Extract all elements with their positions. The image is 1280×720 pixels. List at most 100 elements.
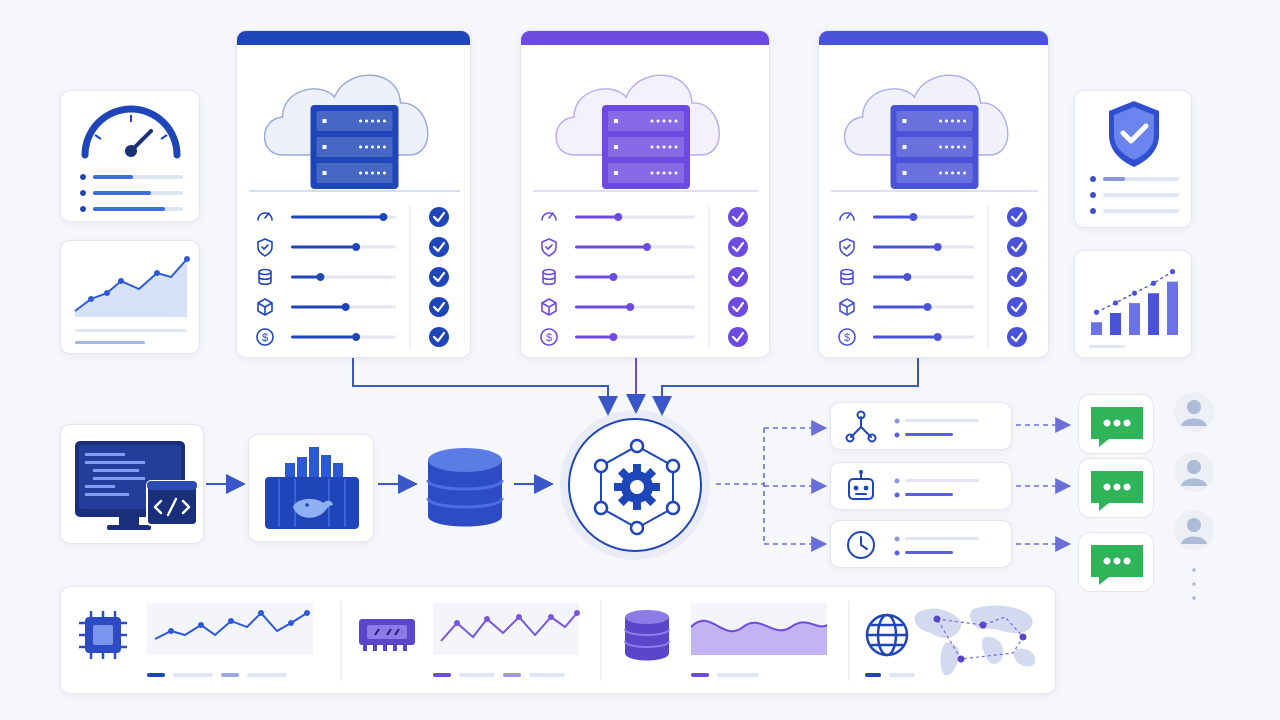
docker-container-card bbox=[248, 434, 374, 542]
chat-icon bbox=[1091, 407, 1143, 447]
database-card bbox=[416, 438, 514, 538]
code-window-icon bbox=[146, 480, 198, 526]
metric-row: $ bbox=[256, 327, 449, 347]
chat-bubble-1 bbox=[1078, 394, 1154, 454]
speedometer-icon bbox=[541, 212, 557, 221]
cube-icon bbox=[257, 298, 273, 316]
memory-line-chart bbox=[433, 603, 580, 655]
gear-icon bbox=[614, 464, 660, 510]
metric-knob bbox=[341, 303, 350, 311]
container-stack-icon bbox=[285, 447, 343, 477]
dollar-icon: $ bbox=[540, 328, 558, 346]
storage-area-chart bbox=[690, 603, 828, 655]
check-circle-icon bbox=[728, 207, 748, 227]
robot-icon bbox=[848, 470, 874, 500]
connector-server3-hub bbox=[652, 358, 919, 416]
growth-bar-chart-card bbox=[1074, 250, 1192, 358]
code-editor-card bbox=[60, 424, 204, 544]
metric-knob bbox=[379, 213, 388, 221]
svg-text:$: $ bbox=[844, 332, 850, 344]
bullet bbox=[894, 418, 900, 424]
metric-knob bbox=[352, 243, 361, 251]
metric-fill bbox=[873, 215, 914, 219]
metric-knob bbox=[352, 333, 361, 341]
trend-point bbox=[1150, 280, 1157, 286]
trend-point bbox=[1169, 269, 1176, 275]
metric-fill bbox=[873, 335, 938, 339]
line-placeholder bbox=[905, 537, 979, 540]
metric-knob bbox=[316, 273, 325, 281]
metric-row: $ bbox=[540, 327, 748, 347]
metric-row bbox=[839, 207, 1027, 227]
cloud-server-card-3: $ bbox=[818, 30, 1049, 358]
server-stack-icon bbox=[890, 105, 979, 189]
user-avatar-3 bbox=[1174, 510, 1214, 550]
svg-text:$: $ bbox=[262, 332, 268, 344]
check-circle-icon bbox=[1007, 327, 1027, 347]
line-placeholder bbox=[905, 419, 979, 422]
world-map bbox=[914, 605, 1036, 676]
docker-whale-icon bbox=[265, 477, 359, 529]
metric-fill bbox=[873, 305, 928, 309]
bullet bbox=[894, 550, 900, 556]
bar bbox=[1148, 293, 1159, 335]
legend-line bbox=[1089, 345, 1125, 348]
cube-icon bbox=[541, 298, 557, 316]
line-placeholder bbox=[905, 479, 979, 482]
check-circle-icon bbox=[429, 207, 449, 227]
check-circle-icon bbox=[1007, 237, 1027, 257]
clock-icon bbox=[847, 531, 875, 559]
bar bbox=[1129, 303, 1140, 335]
performance-gauge-card bbox=[60, 90, 200, 222]
metric-row bbox=[257, 237, 449, 257]
metric-row bbox=[542, 267, 748, 287]
trend-area bbox=[75, 259, 187, 317]
user-icon bbox=[1181, 518, 1207, 544]
check-circle-icon bbox=[1007, 297, 1027, 317]
check-circle-icon bbox=[429, 237, 449, 257]
metric-fill bbox=[575, 335, 614, 339]
card-header-bar bbox=[237, 31, 470, 45]
security-card bbox=[1074, 90, 1192, 228]
check-circle-icon bbox=[728, 267, 748, 287]
cloud-server-card-1: $ bbox=[236, 30, 471, 358]
bar bbox=[1110, 312, 1121, 335]
metric-knob bbox=[923, 303, 932, 311]
metric-knob bbox=[903, 273, 912, 281]
bullet bbox=[894, 492, 900, 498]
trend-point bbox=[1093, 309, 1100, 315]
metric-fill bbox=[291, 245, 357, 249]
metric-fill bbox=[291, 305, 346, 309]
metric-row bbox=[257, 297, 449, 317]
metric-knob bbox=[614, 213, 623, 221]
shield-icon bbox=[541, 238, 557, 257]
metric-knob bbox=[909, 213, 918, 221]
check-circle-icon bbox=[728, 237, 748, 257]
metric-knob bbox=[933, 333, 942, 341]
shield-icon bbox=[839, 238, 855, 257]
service-card-clock bbox=[830, 520, 1012, 568]
dollar-icon: $ bbox=[838, 328, 856, 346]
metric-row bbox=[839, 237, 1027, 257]
card-header-bar bbox=[521, 31, 769, 45]
metric-row bbox=[258, 267, 449, 287]
server-stack-icon bbox=[602, 105, 690, 189]
user-avatar-1 bbox=[1174, 392, 1214, 432]
metric-fill bbox=[291, 335, 357, 339]
cpu-line-chart bbox=[147, 603, 313, 655]
check-circle-icon bbox=[429, 297, 449, 317]
bullet bbox=[894, 478, 900, 484]
chat-bubble-3 bbox=[1078, 532, 1154, 592]
metric-knob bbox=[609, 333, 618, 341]
more-dots bbox=[1192, 568, 1196, 600]
cube-icon bbox=[839, 298, 855, 316]
speedometer-icon bbox=[257, 212, 273, 221]
metric-fill bbox=[575, 245, 647, 249]
metric-row bbox=[541, 237, 748, 257]
cpu-chip-icon bbox=[79, 611, 127, 659]
monitoring-strip bbox=[60, 586, 1056, 694]
card-header-bar bbox=[819, 31, 1048, 45]
database-stack-icon bbox=[426, 448, 504, 527]
check-circle-icon bbox=[1007, 207, 1027, 227]
metric-row bbox=[257, 207, 449, 227]
